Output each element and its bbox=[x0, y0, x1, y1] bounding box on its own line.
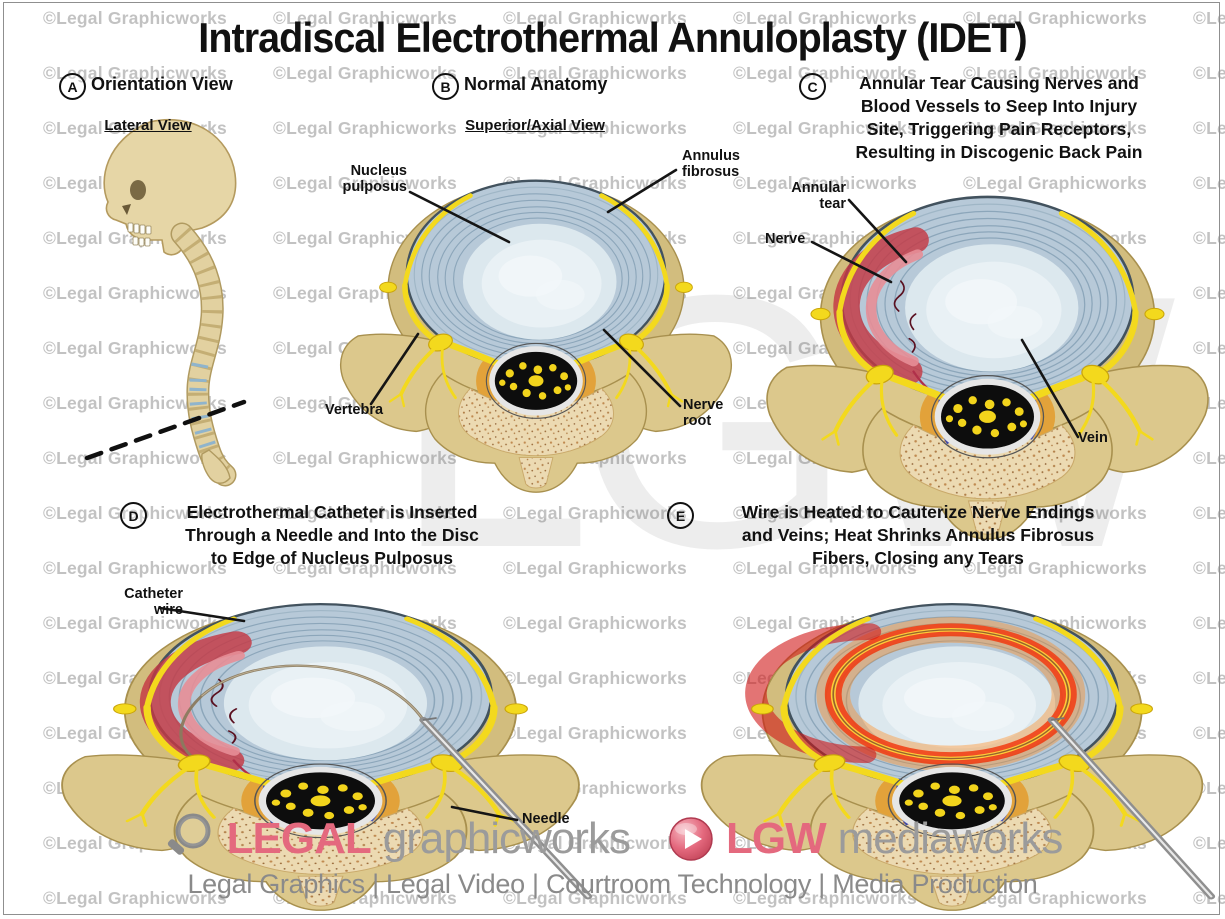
watermark-tile: ©Legal Graphicworks bbox=[43, 338, 227, 358]
panel-e-heading: Wire is Heated to Cauterize Nerve Ending… bbox=[741, 502, 1095, 569]
watermark-tile: ©Legal Graphicworks bbox=[43, 393, 227, 413]
watermark-tile: ©Legal Graphicworks bbox=[43, 888, 227, 908]
brand-legal-text: LEGAL bbox=[226, 814, 372, 863]
panel-a-letter-badge: A bbox=[59, 73, 86, 100]
watermark-tile: ©Legal Graphicworks bbox=[273, 173, 457, 193]
watermark-tile: ©Legal Graphicworks bbox=[1193, 338, 1225, 358]
watermark-tile: ©Legal Graphicworks bbox=[1193, 613, 1225, 633]
panel-e-letter-badge: E bbox=[667, 502, 694, 529]
watermark-tile: ©Legal Graphicworks bbox=[503, 8, 687, 28]
watermark-tile: ©Legal Graphicworks bbox=[43, 8, 227, 28]
watermark-tile: ©Legal Graphicworks bbox=[963, 888, 1147, 908]
watermark-tile: ©Legal Graphicworks bbox=[273, 448, 457, 468]
watermark-tile: ©Legal Graphicworks bbox=[733, 558, 917, 578]
watermark-tile: ©Legal Graphicworks bbox=[1193, 503, 1225, 523]
footer-brand-row: LEGAL graphicworks LGW mediaworks bbox=[0, 811, 1225, 867]
watermark-tile: ©Legal Graphicworks bbox=[503, 668, 687, 688]
label-needle: Needle bbox=[522, 811, 570, 827]
watermark-tile: ©Legal Graphicworks bbox=[1193, 228, 1225, 248]
panel-b-subheading: Superior/Axial View bbox=[465, 117, 605, 134]
panel-a-illustration-lateral-spine bbox=[84, 118, 247, 487]
watermark-tile: ©Legal Graphicworks bbox=[963, 118, 1147, 138]
watermark-tile: ©Legal Graphicworks bbox=[503, 503, 687, 523]
watermark-tile: ©Legal Graphicworks bbox=[503, 613, 687, 633]
panel-c-heading: Annular Tear Causing Nerves and Blood Ve… bbox=[855, 73, 1143, 163]
watermark-tile: ©Legal Graphicworks bbox=[1193, 448, 1225, 468]
panel-a-heading: Orientation View bbox=[91, 74, 233, 94]
watermark-tile: ©Legal Graphicworks bbox=[733, 503, 917, 523]
watermark-tile: ©Legal Graphicworks bbox=[963, 63, 1147, 83]
watermark-tile: ©Legal Graphicworks bbox=[1193, 173, 1225, 193]
label-vertebra: Vertebra bbox=[325, 402, 384, 418]
watermark-tile: ©Legal Graphicworks bbox=[43, 558, 227, 578]
label-nerve-root: Nerve root bbox=[683, 397, 724, 430]
watermark-tile: ©Legal Graphicworks bbox=[963, 558, 1147, 578]
watermark-tile: ©Legal Graphicworks bbox=[273, 558, 457, 578]
panel-d-heading: Electrothermal Catheter is Inserted Thro… bbox=[185, 502, 479, 569]
brand-mediaworks-text: mediaworks bbox=[837, 814, 1064, 863]
panel-c-letter-badge: C bbox=[799, 73, 826, 100]
panel-b-illustration-normal-disc bbox=[339, 179, 733, 494]
label-nucleus-pulposus: Nucleus pulposus bbox=[342, 163, 407, 196]
watermark-tile: ©Legal Graphicworks bbox=[1193, 558, 1225, 578]
label-catheter-wire: Catheter wire bbox=[124, 586, 183, 619]
watermark-tile: ©Legal Graphicworks bbox=[503, 558, 687, 578]
brand-graphicworks-text: graphicworks bbox=[382, 814, 631, 863]
watermark-tile: ©Legal Graphicworks bbox=[503, 833, 687, 853]
watermark-tile: ©Legal Graphicworks bbox=[963, 8, 1147, 28]
watermark-tile: ©Legal Graphicworks bbox=[503, 118, 687, 138]
panel-d-letter-badge: D bbox=[120, 502, 147, 529]
watermark-tile: ©Legal Graphicworks bbox=[503, 888, 687, 908]
watermark-tile: ©Legal Graphicworks bbox=[503, 63, 687, 83]
label-vein: Vein bbox=[1078, 430, 1108, 446]
watermark-tile: ©Legal Graphicworks bbox=[1193, 118, 1225, 138]
watermark-tile: ©Legal Graphicworks bbox=[43, 283, 227, 303]
watermark-tile: ©Legal Graphicworks bbox=[273, 63, 457, 83]
panel-c-illustration-annular-tear bbox=[765, 195, 1210, 541]
watermark-tile: ©Legal Graphicworks bbox=[273, 118, 457, 138]
watermark-tile: ©Legal Graphicworks bbox=[1193, 63, 1225, 83]
watermark-tile: ©Legal Graphicworks bbox=[733, 63, 917, 83]
panel-a-subheading: Lateral View bbox=[104, 117, 192, 134]
watermark-tile: ©Legal Graphicworks bbox=[733, 888, 917, 908]
watermark-tile: ©Legal Graphicworks bbox=[1193, 668, 1225, 688]
panel-b-heading: Normal Anatomy bbox=[464, 74, 608, 94]
watermark-tile: ©Legal Graphicworks bbox=[273, 8, 457, 28]
watermark-tile: ©Legal Graphicworks bbox=[43, 63, 227, 83]
watermark-tile: ©Legal Graphicworks bbox=[503, 723, 687, 743]
brand-lgw-text: LGW bbox=[725, 814, 827, 863]
section-plane-dashed-line bbox=[84, 399, 247, 461]
label-annulus-fibrosus: Annulus fibrosus bbox=[682, 148, 740, 181]
magnifier-icon bbox=[167, 813, 211, 855]
label-annular-tear: Annular tear bbox=[791, 180, 846, 213]
watermark-tile: ©Legal Graphicworks bbox=[963, 173, 1147, 193]
watermark-tile: ©Legal Graphicworks bbox=[1193, 723, 1225, 743]
watermark-tile: ©Legal Graphicworks bbox=[43, 448, 227, 468]
watermark-tile: ©Legal Graphicworks bbox=[733, 118, 917, 138]
play-icon bbox=[669, 817, 713, 861]
label-nerve: Nerve bbox=[765, 231, 806, 247]
watermark-tile: ©Legal Graphicworks bbox=[1193, 283, 1225, 303]
watermark-tile: ©Legal Graphicworks bbox=[1193, 833, 1225, 853]
watermark-tile: ©Legal Graphicworks bbox=[273, 503, 457, 523]
watermark-tile: ©Legal Graphicworks bbox=[1193, 8, 1225, 28]
panel-b-letter-badge: B bbox=[432, 73, 459, 100]
watermark-tile: ©Legal Graphicworks bbox=[733, 173, 917, 193]
watermark-tile: ©Legal Graphicworks bbox=[733, 8, 917, 28]
footer-tagline: Legal Graphics | Legal Video | Courtroom… bbox=[187, 869, 1038, 899]
page-title: Intradiscal Electrothermal Annuloplasty … bbox=[198, 14, 1027, 61]
